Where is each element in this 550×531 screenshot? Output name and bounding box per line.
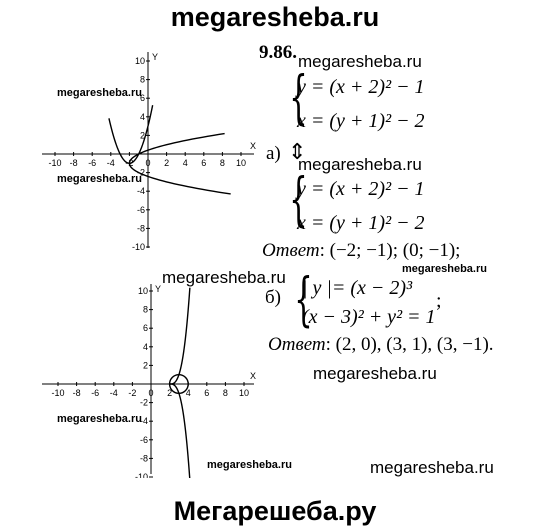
cubic-lower [169, 383, 191, 478]
equation: y = (x + 2)² − 1 [297, 178, 425, 200]
y-tick-label: 10 [138, 286, 148, 296]
y-axis-label: Y [152, 52, 158, 62]
answer-value: : (−2; −1); (0; −1); [319, 240, 461, 261]
y-tick-label: -8 [140, 453, 148, 463]
x-tick-label: 8 [220, 158, 225, 168]
part-b-label: б) [265, 287, 281, 308]
y-tick-label: -10 [135, 472, 148, 478]
brace: { [289, 63, 308, 131]
watermark: megaresheba.ru [57, 87, 142, 99]
y-tick-label: 2 [143, 360, 148, 370]
x-axis-label: X [250, 371, 256, 381]
x-tick-label: 2 [167, 388, 172, 398]
equation: x = (y + 1)² − 2 [297, 212, 425, 234]
watermark: megaresheba.ru [402, 263, 487, 275]
site-header[interactable]: megaresheba.ru [170, 2, 380, 32]
equation: y = (x + 2)² − 1 [297, 76, 425, 98]
x-tick-label: -6 [88, 158, 96, 168]
watermark: megaresheba.ru [207, 459, 292, 471]
x-tick-label: 6 [204, 388, 209, 398]
equation: | y |= (x − 2)³ [302, 277, 413, 299]
y-tick-label: 8 [143, 305, 148, 315]
parabola-y [108, 105, 154, 165]
part-a-label: а) [266, 143, 281, 164]
answer-b: Ответ: (2, 0), (3, 1), (3, −1). [268, 334, 494, 356]
y-tick-label: 10 [135, 56, 145, 66]
watermark: megaresheba.ru [57, 413, 142, 425]
brace: { [289, 165, 308, 233]
parabola-x [128, 132, 231, 195]
x-tick-label: -6 [91, 388, 99, 398]
site-footer: Мегарешеба.ру [173, 496, 377, 526]
x-axis-label: X [250, 141, 256, 151]
y-tick-label: 6 [143, 323, 148, 333]
x-tick-label: 10 [239, 388, 249, 398]
x-tick-label: 0 [148, 388, 153, 398]
watermark: megaresheba.ru [57, 173, 142, 185]
y-tick-label: -6 [137, 205, 145, 215]
equation: (x − 3)² + y² = 1 [302, 306, 436, 328]
y-axis-label: Y [155, 284, 161, 294]
y-tick-label: -8 [137, 223, 145, 233]
problem-number: 9.86. [259, 42, 297, 63]
answer-label: Ответ [268, 334, 326, 355]
x-tick-label: 4 [186, 388, 191, 398]
watermark: megaresheba.ru [313, 364, 437, 383]
circle [168, 373, 189, 394]
equivalence-icon: ⇕ [288, 139, 307, 164]
y-tick-label: -6 [140, 435, 148, 445]
x-tick-label: -2 [128, 388, 136, 398]
y-tick-label: -4 [137, 186, 145, 196]
x-tick-label: -8 [70, 158, 78, 168]
answer-value: : (2, 0), (3, 1), (3, −1). [325, 334, 494, 355]
x-tick-label: 0 [145, 158, 150, 168]
watermark: megaresheba.ru [370, 458, 494, 477]
x-tick-label: 10 [236, 158, 246, 168]
x-tick-label: 6 [201, 158, 206, 168]
answer-label: Ответ [262, 240, 320, 261]
semicolon: ; [436, 290, 442, 312]
y-tick-label: 6 [140, 93, 145, 103]
y-tick-label: 2 [140, 130, 145, 140]
x-tick-label: 2 [164, 158, 169, 168]
brace: { [294, 265, 313, 333]
y-tick-label: -2 [137, 168, 145, 178]
watermark: megaresheba.ru [298, 155, 422, 174]
y-tick-label: -4 [140, 416, 148, 426]
answer-a: Ответ: (−2; −1); (0; −1); [262, 240, 460, 262]
y-tick-label: 8 [140, 75, 145, 85]
cubic-upper [169, 287, 191, 385]
x-tick-label: -10 [51, 388, 64, 398]
watermark: megaresheba.ru [162, 268, 286, 287]
equation: x = (y + 1)² − 2 [297, 110, 425, 132]
watermark: megaresheba.ru [298, 52, 422, 71]
y-tick-label: 4 [143, 342, 148, 352]
x-tick-label: -4 [107, 158, 115, 168]
y-tick-label: -2 [140, 398, 148, 408]
y-tick-label: -10 [132, 242, 145, 252]
x-tick-label: -10 [48, 158, 61, 168]
x-tick-label: 4 [183, 158, 188, 168]
x-tick-label: 8 [223, 388, 228, 398]
y-tick-label: 4 [140, 112, 145, 122]
x-tick-label: -4 [110, 388, 118, 398]
x-tick-label: -8 [73, 388, 81, 398]
